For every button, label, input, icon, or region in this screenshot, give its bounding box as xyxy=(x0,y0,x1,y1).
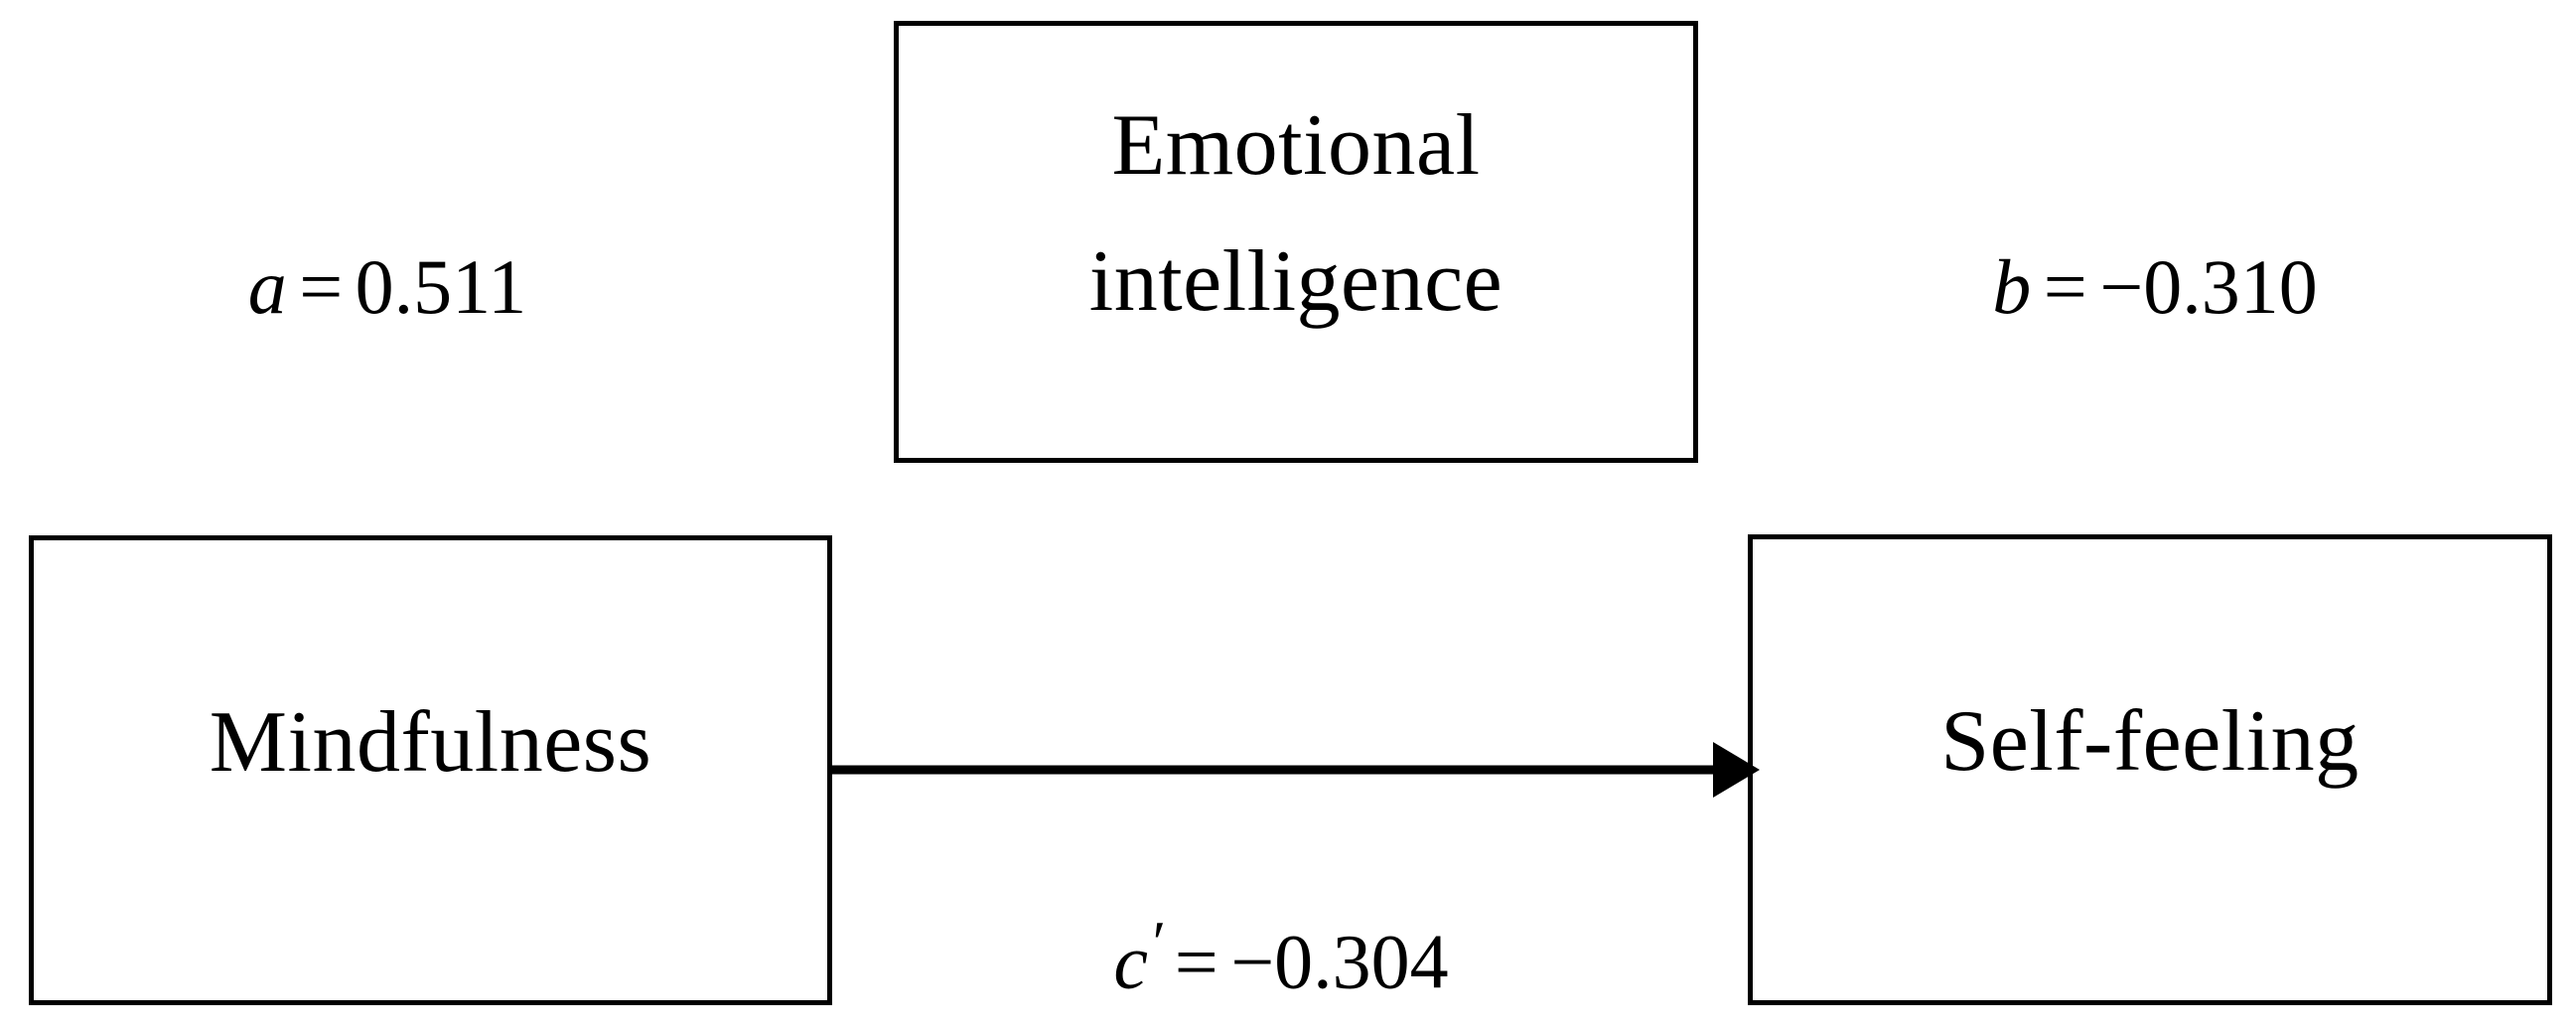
path-operator-c-prime: = xyxy=(1174,918,1218,1005)
path-value-b: −0.310 xyxy=(2099,243,2318,330)
path-label-c-prime: c′=−0.304 xyxy=(1053,913,1509,1001)
direct-effect-arrow-head xyxy=(1713,742,1760,798)
path-value-a: 0.511 xyxy=(355,243,527,330)
node-box-emotional-intelligence: Emotional intelligence xyxy=(894,21,1698,463)
node-label-emotional-intelligence-line2: intelligence xyxy=(1088,233,1503,331)
path-symbol-c: c xyxy=(1113,918,1148,1005)
direct-effect-arrow-icon xyxy=(830,742,1760,798)
node-label-mindfulness: Mindfulness xyxy=(209,693,652,791)
path-symbol-a: a xyxy=(247,243,287,330)
path-label-a: a=0.511 xyxy=(159,248,616,326)
path-operator-b: = xyxy=(2043,243,2087,330)
node-box-self-feeling: Self-feeling xyxy=(1748,534,2552,1005)
node-label-self-feeling: Self-feeling xyxy=(1940,693,2360,791)
node-box-mindfulness: Mindfulness xyxy=(29,535,832,1005)
path-value-c-prime: −0.304 xyxy=(1230,918,1449,1005)
path-label-b: b=−0.310 xyxy=(1927,248,2383,326)
path-symbol-b: b xyxy=(1992,243,2032,330)
node-label-emotional-intelligence-line1: Emotional xyxy=(1111,97,1481,194)
path-prime-mark: ′ xyxy=(1148,910,1163,976)
path-operator-a: = xyxy=(299,243,344,330)
